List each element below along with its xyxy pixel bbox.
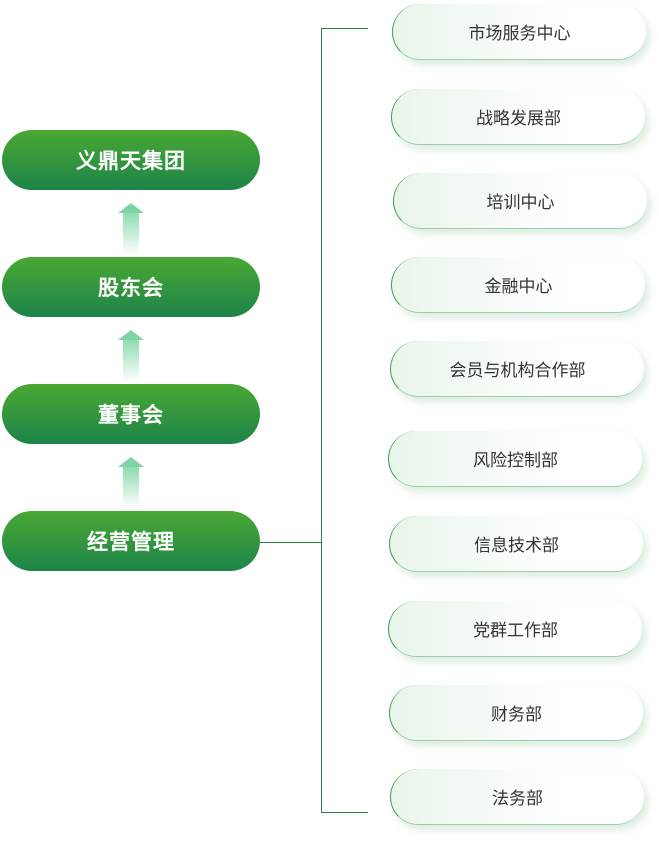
bracket-bottom — [321, 812, 368, 813]
dept-node: 会员与机构合作部 — [390, 341, 644, 397]
dept-node: 市场服务中心 — [392, 4, 646, 60]
dept-node: 信息技术部 — [389, 516, 643, 572]
node-board: 董事会 — [2, 384, 260, 444]
bracket-line — [321, 28, 322, 813]
up-arrow-icon — [118, 203, 144, 255]
up-arrow-icon — [118, 457, 144, 509]
dept-node: 培训中心 — [393, 173, 647, 229]
dept-node: 风险控制部 — [388, 431, 642, 487]
node-group: 义鼎天集团 — [2, 130, 260, 190]
connector-line — [260, 542, 321, 543]
dept-node: 党群工作部 — [388, 601, 642, 657]
dept-node: 财务部 — [389, 685, 643, 741]
dept-node: 战略发展部 — [391, 89, 645, 145]
node-management: 经营管理 — [2, 511, 260, 571]
dept-node: 法务部 — [390, 769, 644, 825]
node-shareholders: 股东会 — [2, 257, 260, 317]
bracket-top — [321, 28, 368, 29]
dept-node: 金融中心 — [391, 257, 645, 313]
up-arrow-icon — [118, 330, 144, 382]
